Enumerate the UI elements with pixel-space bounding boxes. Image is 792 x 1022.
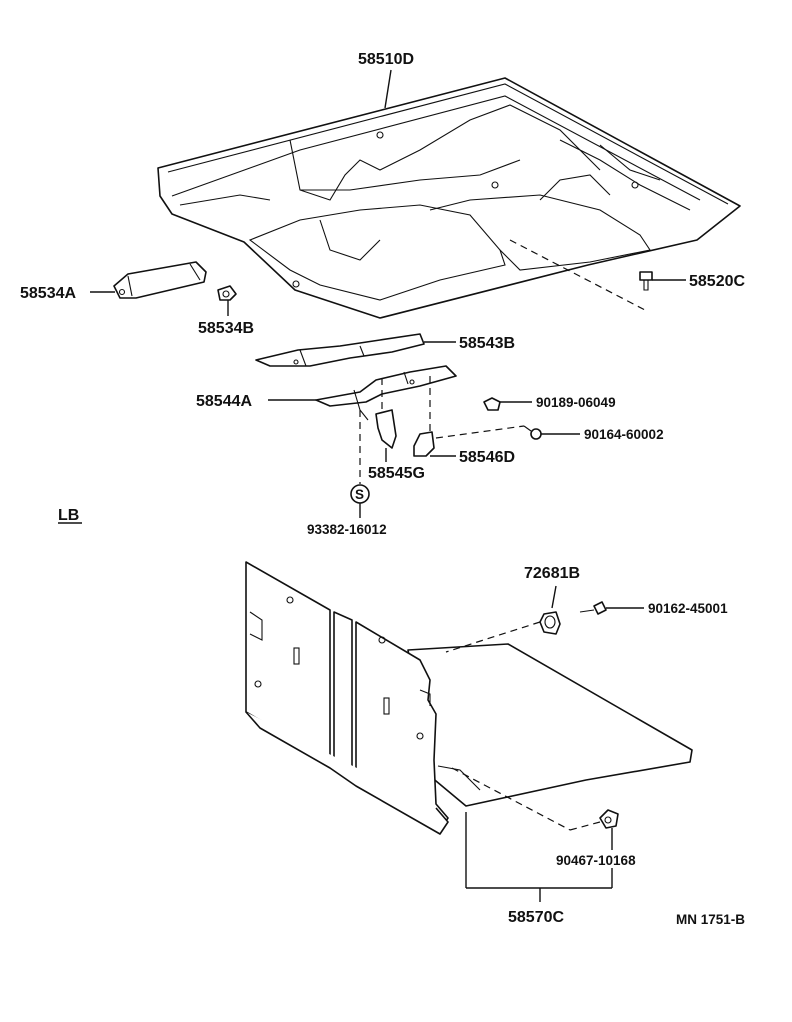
bracket-right-label: 58546D: [459, 449, 515, 466]
floor-pan-label: 58510D: [358, 51, 414, 68]
luggage-mat-drawing: 58570C: [245, 561, 693, 926]
floor-plug-label: 58520C: [689, 273, 745, 290]
screw-marker-symbol: S: [355, 487, 364, 502]
section-label: LB: [58, 507, 79, 524]
side-bracket-drawing: 58534A 58534B: [20, 261, 254, 337]
mat-fastener-drawing: 72681B 90162-45001 90467-10168: [445, 565, 728, 868]
reinforcement-drawing: 58543B 58544A: [196, 333, 515, 484]
luggage-mat-label: 58570C: [508, 909, 564, 926]
section-label-group: LB: [58, 507, 82, 524]
reinforcement-upper-label: 58543B: [459, 335, 515, 352]
grommet-label: 72681B: [524, 565, 580, 582]
reinforcement-lower-label: 58544A: [196, 393, 252, 410]
bolt-a-label: 90189-06049: [536, 395, 616, 410]
bracket-drawing: 58545G 58546D 90189-06049 90164-60002 S …: [307, 395, 664, 537]
side-clip-label: 58534B: [198, 320, 254, 337]
floor-pan-drawing: 58510D: [157, 51, 741, 319]
bracket-center-label: 58545G: [368, 465, 425, 482]
side-bracket-label: 58534A: [20, 285, 76, 302]
floor-plug-drawing: 58520C: [509, 239, 745, 311]
bolt-b-label: 90164-60002: [584, 427, 664, 442]
diagram-id: MN 1751-B: [676, 912, 745, 927]
screw-c-label: 90162-45001: [648, 601, 728, 616]
clip-d-label: 90467-10168: [556, 853, 636, 868]
screw-s-label: 93382-16012: [307, 522, 387, 537]
